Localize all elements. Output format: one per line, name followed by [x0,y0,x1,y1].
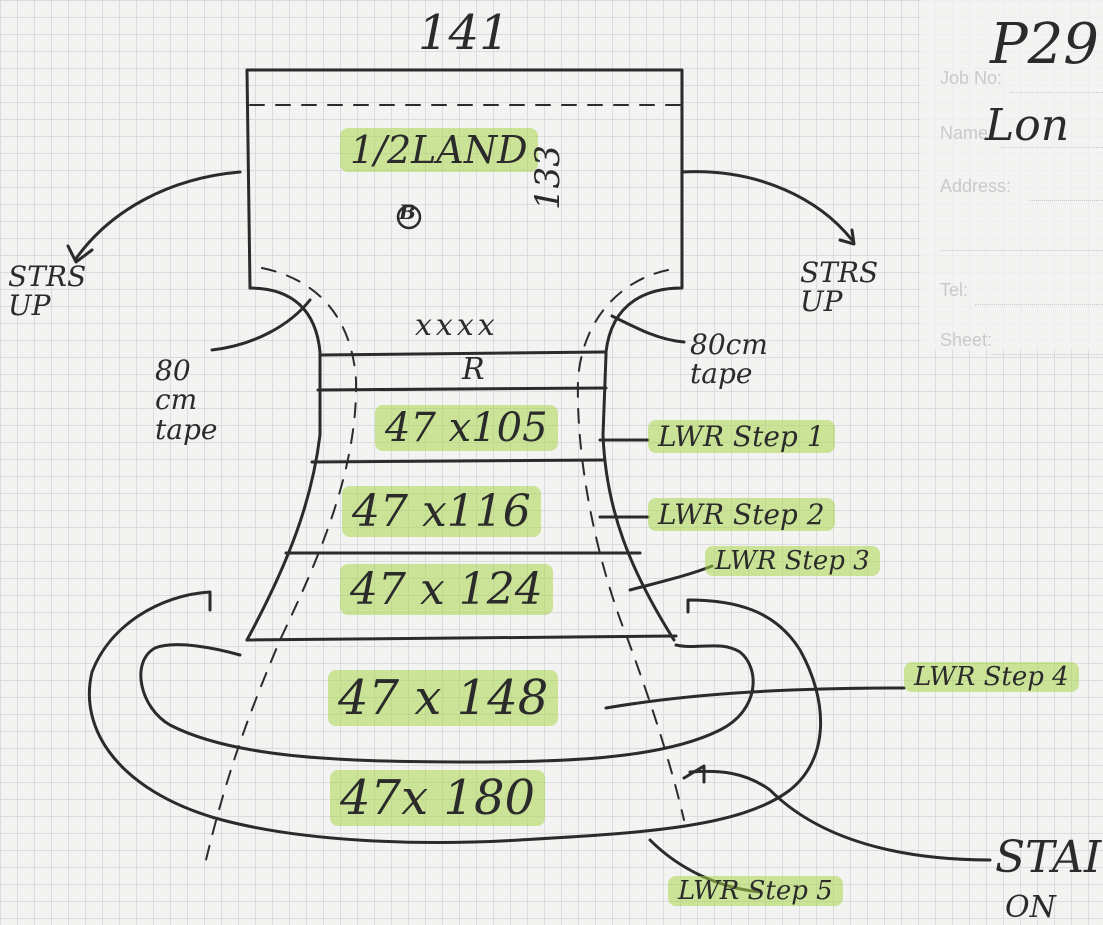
step5-loop [87,590,823,844]
name-line [1000,147,1103,148]
left-tape-leader [210,298,312,352]
step-line [320,350,606,357]
address-line [1030,200,1103,201]
left-side [245,350,322,642]
step4-loop [139,643,755,764]
tel-line [975,304,1103,305]
step-5-size: 47x 180 [330,770,546,826]
step-2-label: LWR Step 2 [648,498,835,531]
address-line-2 [940,250,1103,251]
step-5-label: LWR Step 5 [668,876,843,906]
landing-depth: 133 [528,145,568,210]
address-label: Address: [940,176,1012,196]
sheet-label: Sheet: [940,330,993,350]
step-4-label: LWR Step 4 [904,662,1079,692]
right-tape-note: 80cm tape [690,328,768,391]
name-label: Name: [940,123,994,143]
dashed-stringer-left [205,267,358,861]
step-1-label: LWR Step 1 [648,420,835,453]
top-width-label: 141 [418,5,510,61]
step-3-label: LWR Step 3 [705,546,880,576]
stair-note: STAI [995,832,1102,883]
step-4-size: 47 x 148 [328,670,559,726]
right-stairs-note: STRS UP [800,256,879,319]
step-3-size: 47 x 124 [340,564,553,615]
landing-marker: B [399,200,416,224]
stair-note-2: ON [1005,890,1056,925]
job-no-label: Job No: [940,68,1003,88]
right-tape-leader [610,314,686,344]
sheet-line [990,354,1103,355]
step-2-size: 47 x116 [342,486,541,537]
name-value: Lon [985,100,1070,151]
tel-label: Tel: [940,280,969,300]
dashed-stringer-right [576,269,685,821]
left-stairs-note: STRS UP [8,260,87,323]
job-no-line [1010,92,1103,93]
step-line [245,634,678,642]
right-side [601,353,676,642]
step-1-size: 47 x105 [375,405,558,451]
landing-outline [245,68,684,357]
step-line [316,386,608,392]
step-line [310,458,606,464]
job-no-value: P29 [990,12,1099,77]
form-header [920,0,1103,350]
stair-arrow [688,769,992,862]
riser-mark: R [462,352,485,387]
left-arrow [73,170,242,262]
right-arrow [680,170,854,242]
left-tape-note: 80 cm tape [155,354,218,446]
landing-label: 1/2LAND [340,128,538,172]
cross-marks: xxxx [415,308,499,343]
left-flare [248,286,322,354]
